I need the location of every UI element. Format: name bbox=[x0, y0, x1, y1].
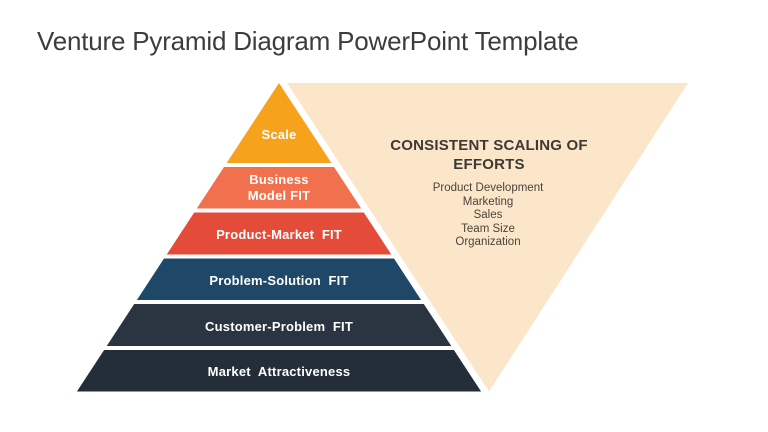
callout-item-marketing: Marketing bbox=[462, 195, 514, 208]
layer-label-product-market-fit: Product-Market FIT bbox=[216, 227, 342, 242]
layer-label-problem-solution-fit: Problem-Solution FIT bbox=[209, 273, 349, 288]
layer-label-customer-problem-fit: Customer-Problem FIT bbox=[205, 319, 353, 334]
callout-heading: CONSISTENT SCALING OF EFFORTS bbox=[390, 137, 588, 173]
pyramid-layer-market-attractiveness-shape bbox=[76, 350, 482, 392]
layer-label-business-model-fit: Business Model FIT bbox=[247, 172, 313, 203]
callout-triangle-shape bbox=[287, 83, 688, 392]
layer-label-market-attractiveness: Market Attractiveness bbox=[207, 364, 351, 379]
pyramid-layer-product-market-fit-shape bbox=[166, 212, 392, 255]
pyramid-layer-scale-shape bbox=[226, 83, 332, 163]
callout-list: Product Development Marketing Sales Team… bbox=[388, 182, 588, 250]
callout-item-organization: Organization bbox=[455, 236, 521, 248]
pyramid-layer-customer-problem-fit-shape bbox=[106, 304, 452, 346]
callout-item-team-size: Team Size bbox=[461, 222, 515, 235]
pyramid-layer-business-model-fit-shape bbox=[196, 167, 362, 209]
slide-title: Venture Pyramid Diagram PowerPoint Templ… bbox=[37, 26, 579, 56]
pyramid-layer-problem-solution-fit-shape bbox=[136, 258, 422, 300]
layer-label-scale: Scale bbox=[261, 127, 297, 142]
callout-item-product-development: Product Development bbox=[432, 182, 544, 194]
callout-item-sales: Sales bbox=[473, 209, 503, 221]
